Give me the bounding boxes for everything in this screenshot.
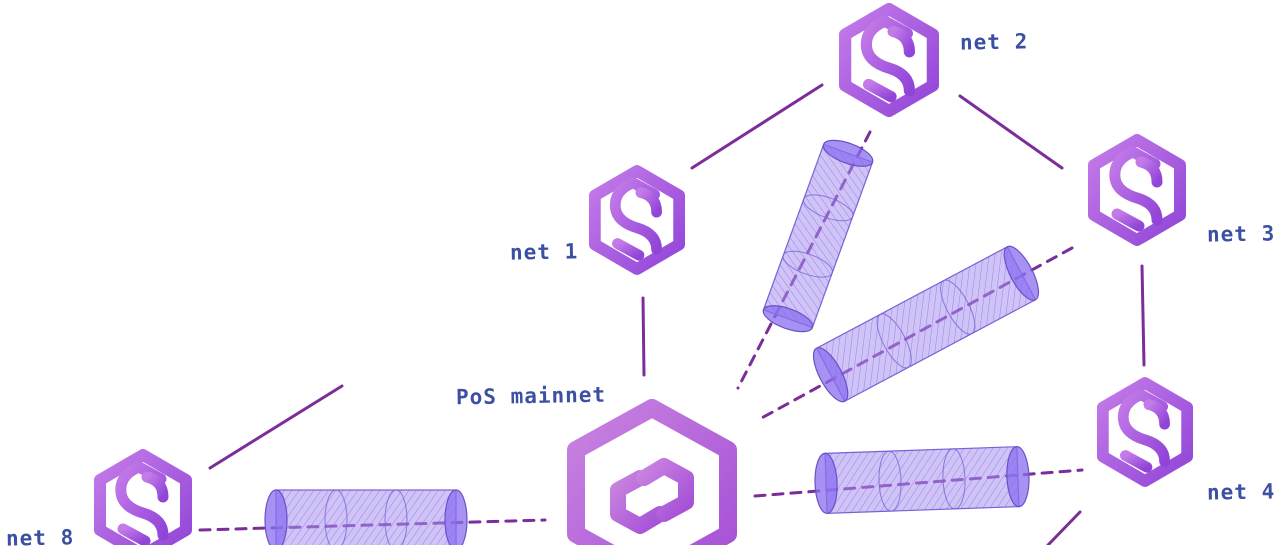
net2-label: net 2 bbox=[959, 29, 1029, 55]
net1-label: net 1 bbox=[509, 239, 579, 265]
edge-net2-net3 bbox=[958, 94, 1064, 170]
bridge-tube-net2 bbox=[762, 139, 874, 333]
net4-logo-icon bbox=[1103, 383, 1187, 481]
net3-label: net 3 bbox=[1206, 221, 1276, 247]
net8-label: net 8 bbox=[5, 525, 75, 551]
bridge-tube-net8 bbox=[264, 489, 468, 545]
polygon-logo-icon bbox=[567, 399, 737, 545]
edge-net4-offscreen bbox=[1046, 510, 1082, 545]
net3-logo-icon bbox=[1094, 140, 1180, 240]
net4-label: net 4 bbox=[1206, 479, 1276, 505]
mainnet-label: PoS mainnet bbox=[455, 382, 607, 410]
edge-net1-net2 bbox=[690, 83, 824, 170]
bridge-tube-net4 bbox=[814, 446, 1030, 514]
edge-net1-mainnet bbox=[641, 296, 646, 377]
bridge-tube-net3 bbox=[812, 245, 1040, 403]
edge-net8-offscreen bbox=[208, 384, 344, 470]
edge-net3-net4 bbox=[1140, 264, 1146, 367]
net1-logo-icon bbox=[595, 171, 679, 269]
net2-logo-icon bbox=[845, 9, 933, 111]
net8-logo-icon bbox=[100, 455, 186, 545]
